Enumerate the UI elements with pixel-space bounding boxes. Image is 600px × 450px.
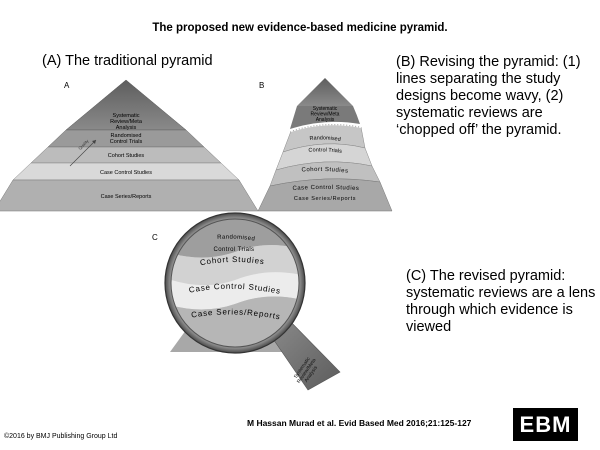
pyramid-b-level-systematic-review bbox=[297, 78, 353, 106]
pyramid-a-label-case-series: Case Series/Reports bbox=[101, 194, 152, 200]
caption-b: (B) Revising the pyramid: (1) lines sepa… bbox=[396, 54, 581, 138]
pyramid-a-label-case-control: Case Control Studies bbox=[100, 170, 152, 176]
quality-arrow bbox=[69, 139, 97, 167]
lens-c-label-rct: Randomised bbox=[217, 235, 255, 243]
lens-c-label-cohort: Cohort Studies bbox=[199, 255, 265, 267]
quality-arrowhead bbox=[92, 140, 96, 144]
pyramid-b-label-rct: Randomised bbox=[309, 135, 341, 142]
figure-title: The proposed new evidence-based medicine… bbox=[152, 22, 448, 34]
pyramid-b-label-case-control: Case Control Studies bbox=[292, 185, 359, 192]
copyright: ©2016 by BMJ Publishing Group Ltd bbox=[4, 433, 118, 440]
caption-c: (C) The revised pyramid: systematic revi… bbox=[406, 268, 596, 335]
lens-c-glass-edge bbox=[170, 218, 300, 348]
pyramid-b-label-case-series: Case Series/Reports bbox=[294, 196, 356, 202]
pyramid-b-level-systematic-review-base bbox=[290, 106, 360, 129]
lens-c-label-rct-2: Control Trials bbox=[214, 247, 255, 253]
panel-letter-c: C bbox=[152, 233, 158, 242]
lens-c: SystematicReview/MetaAnalysis Randomised… bbox=[164, 212, 341, 391]
pyramid-a-label-cohort: Cohort Studies bbox=[108, 153, 145, 159]
pyramid-b-level-case-series bbox=[257, 178, 393, 212]
ebm-logo: EBM bbox=[513, 408, 578, 441]
citation: M Hassan Murad et al. Evid Based Med 201… bbox=[247, 418, 472, 428]
caption-a: (A) The traditional pyramid bbox=[42, 53, 213, 69]
panel-letter-a: A bbox=[64, 81, 70, 90]
lens-c-level-cohort bbox=[171, 245, 299, 286]
panel-letter-b: B bbox=[259, 81, 264, 90]
pyramid-b-cut-line bbox=[290, 123, 362, 132]
pyramid-b-label-cohort: Cohort Studies bbox=[301, 167, 348, 175]
pyramid-b-label-rct-2: Control Trials bbox=[308, 147, 342, 154]
lens-c-level-case-control bbox=[171, 272, 299, 310]
